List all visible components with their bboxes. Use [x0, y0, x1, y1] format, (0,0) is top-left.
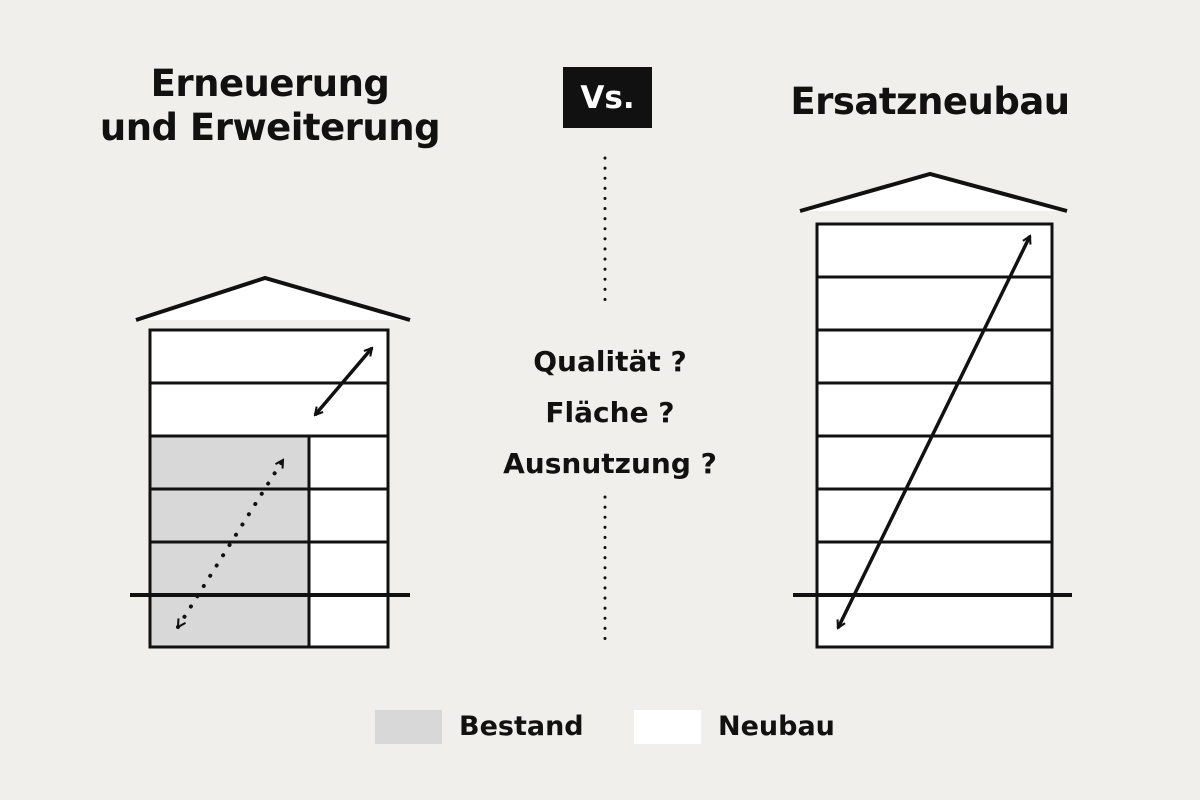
- title-renovation-line2: und Erweiterung: [99, 106, 441, 149]
- building-renovation: [130, 275, 411, 649]
- legend-swatch-existing: [375, 710, 442, 744]
- left-extension-arrow: [315, 348, 372, 415]
- question-list: Qualität ? Fläche ? Ausnutzung ?: [470, 336, 750, 489]
- right-roof-fill: [800, 174, 1067, 211]
- title-renovation: Erneuerung und Erweiterung: [60, 62, 480, 150]
- versus-badge: Vs.: [563, 67, 652, 128]
- right-roof: [799, 171, 1068, 213]
- left-roof-fill: [136, 278, 410, 320]
- legend-label-new: Neubau: [718, 711, 835, 742]
- question-area: Fläche ?: [545, 396, 675, 429]
- left-existing-dotted-arrow: [176, 458, 285, 629]
- title-replacement: Ersatzneubau: [790, 80, 1070, 123]
- question-quality: Qualität ?: [533, 345, 687, 378]
- legend-label-existing: Bestand: [459, 711, 584, 742]
- right-full-height-arrow: [836, 236, 1032, 628]
- title-renovation-line1: Erneuerung: [150, 62, 390, 105]
- question-utilization: Ausnutzung ?: [503, 447, 717, 480]
- building-replacement: [793, 171, 1072, 649]
- left-roof: [135, 275, 411, 322]
- legend-swatch-new: [634, 710, 701, 744]
